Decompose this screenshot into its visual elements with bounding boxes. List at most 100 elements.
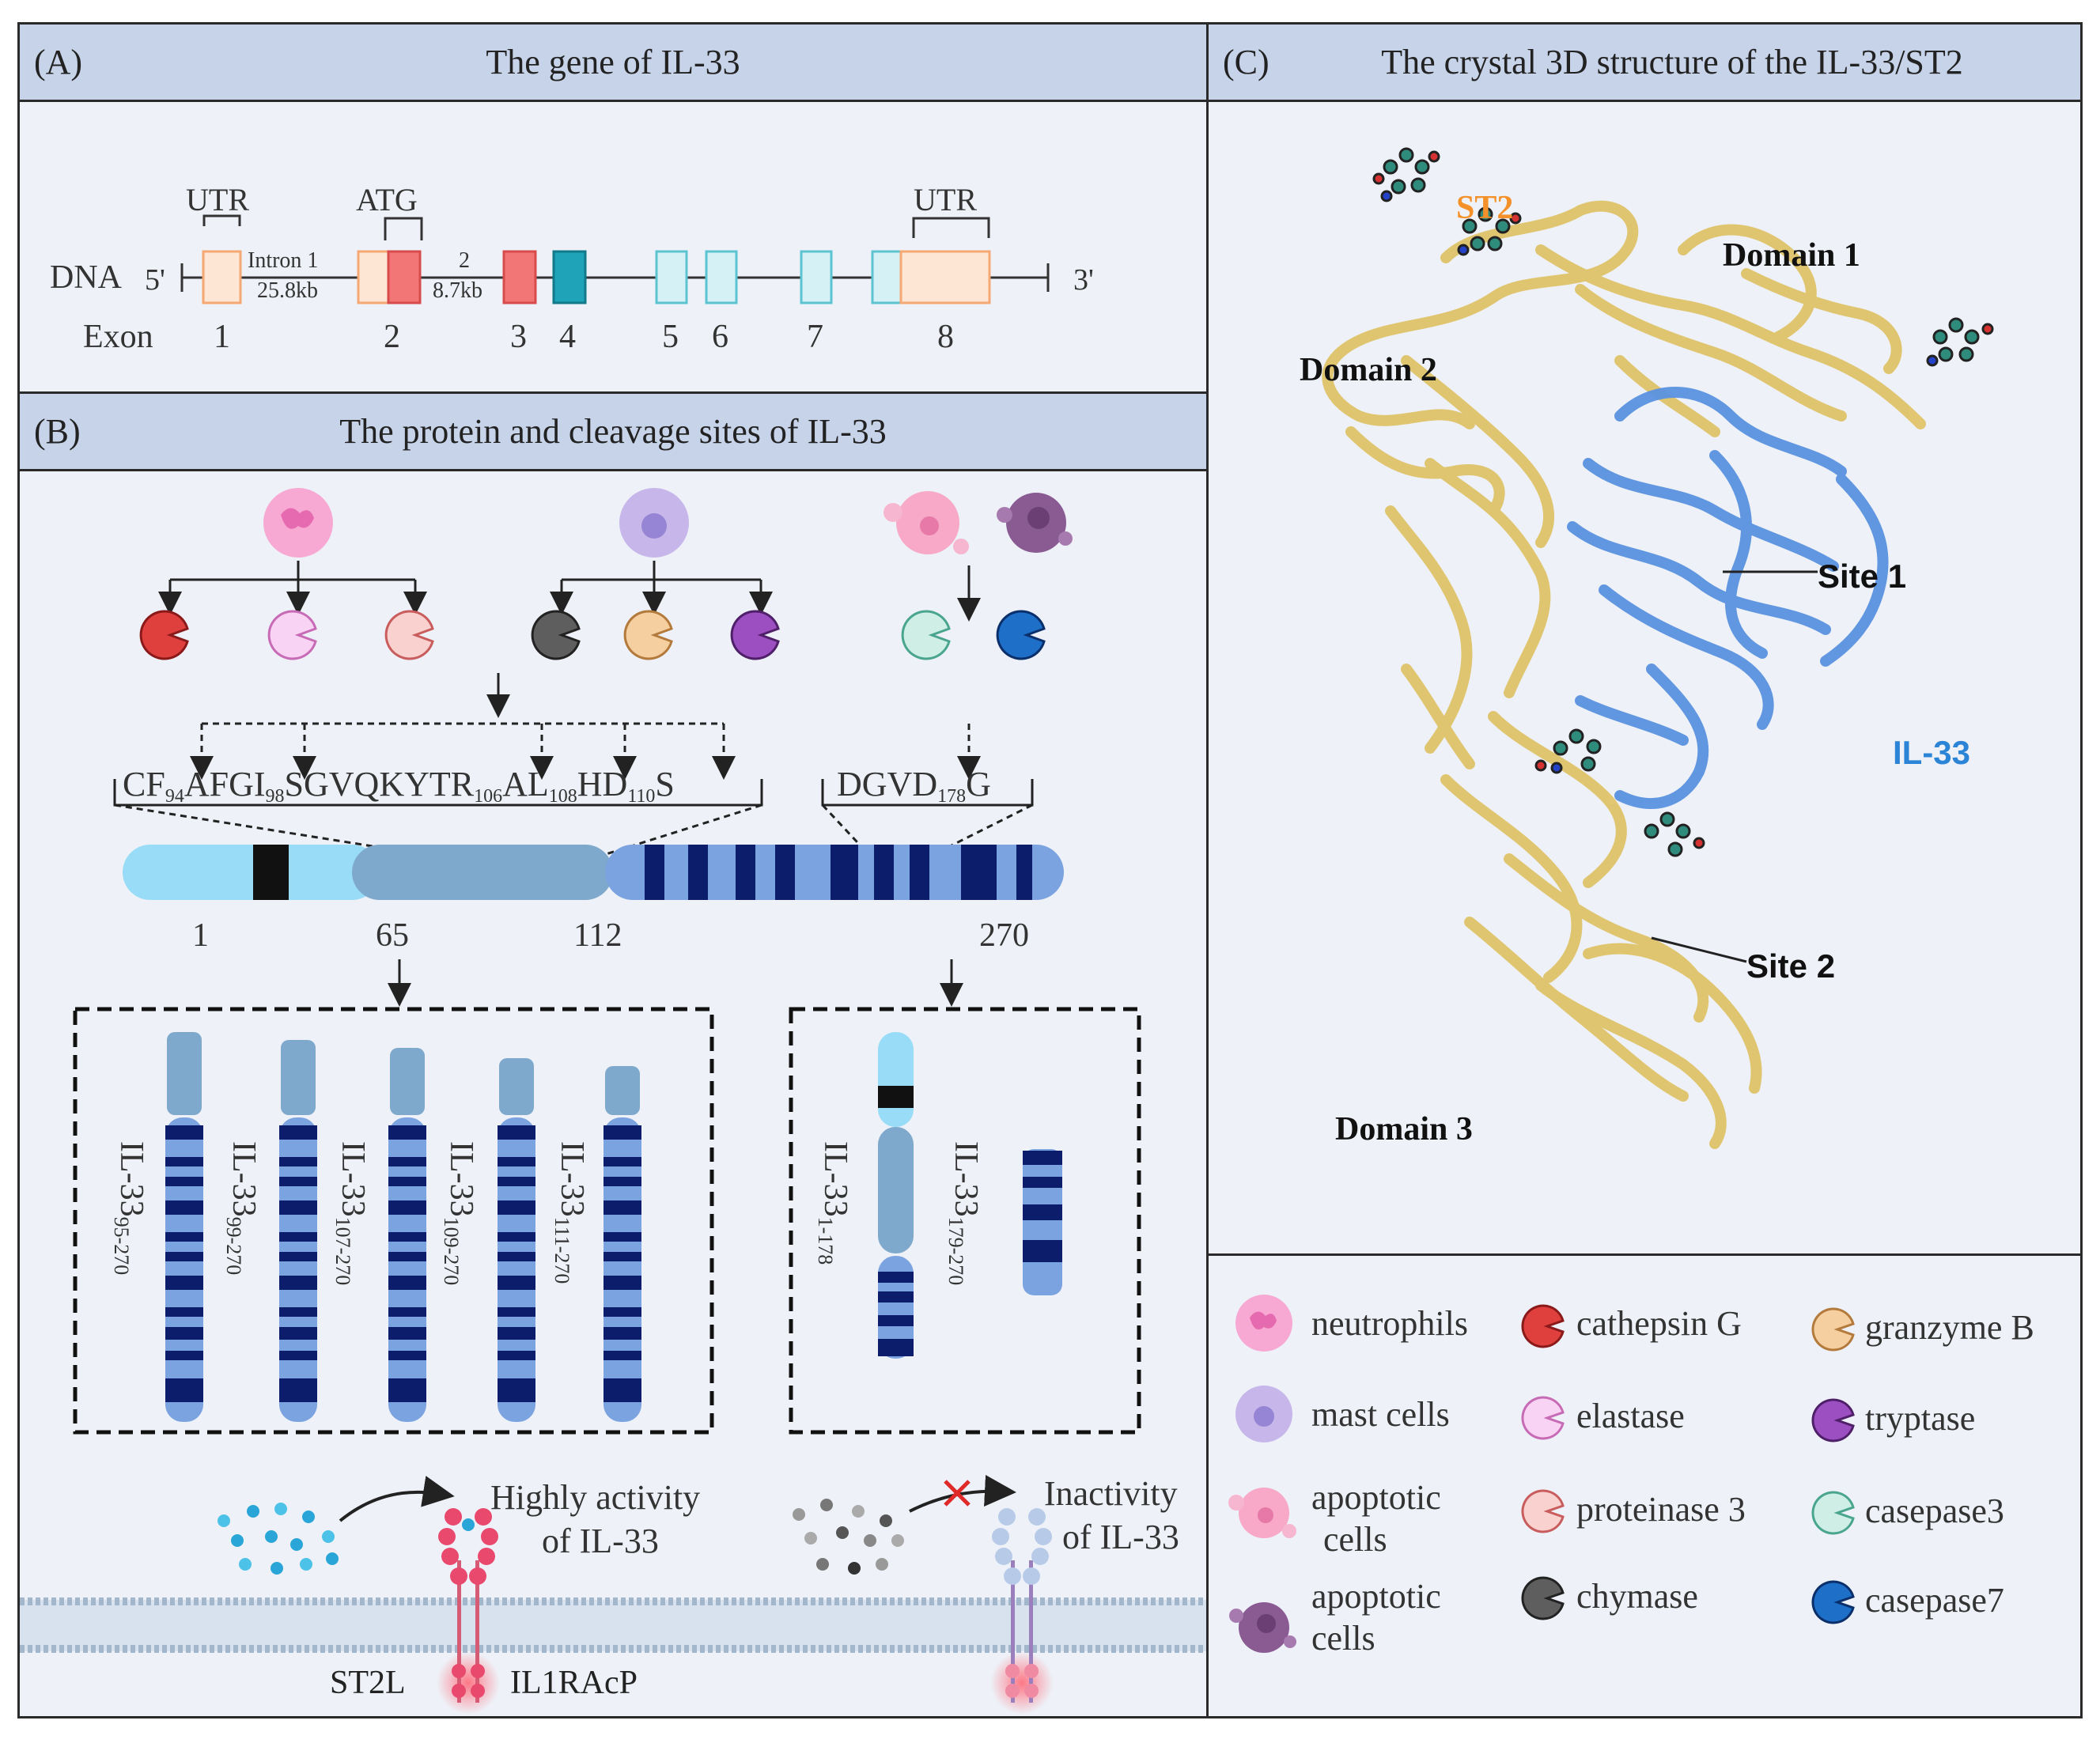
fragment-name: IL-33 [113, 1141, 149, 1217]
fragment-chromosomes [165, 1032, 641, 1422]
panel-a-header: (A) The gene of IL-33 [20, 25, 1206, 102]
legend: neutrophils mast cells apoptotic cells a… [1228, 1295, 2034, 1658]
exon-label: Exon [83, 319, 153, 355]
atg-label: ATG [356, 182, 418, 217]
seq-part: CF [123, 765, 165, 803]
il33-fragment-chromosome [498, 1058, 535, 1422]
cathepsin-g-icon [139, 610, 189, 660]
fragment-sub: 95-270 [110, 1217, 133, 1276]
legend-neutrophils: neutrophils [1311, 1304, 1468, 1343]
fragment-label: IL-33107-270 [331, 1141, 371, 1285]
seq-part: S [655, 765, 674, 803]
mast-cell-icon [1235, 1386, 1292, 1442]
seq-sub: 110 [627, 786, 655, 807]
active-label-line1: Highly activity [490, 1478, 700, 1517]
il33-fragment-chromosome [604, 1066, 641, 1422]
utr-right-label: UTR [914, 182, 977, 217]
panel-b-header: (B) The protein and cleavage sites of IL… [20, 394, 1206, 471]
exon-5 [655, 250, 688, 304]
fragment-label: IL-331-178 [814, 1141, 853, 1265]
proteinase-3-icon [384, 610, 434, 660]
legend-casepase3: casepase3 [1865, 1492, 2004, 1530]
panel-c-label: (C) [1223, 43, 1269, 81]
seq-part: AL [502, 765, 549, 803]
legend-elastase: elastase [1576, 1397, 1685, 1435]
exon-number: 1 [214, 319, 230, 355]
cleavage-sequence-right: DGVD178G [837, 765, 991, 807]
protein-diagram: CF94AFGI98SGVQKYTR106AL108HD110S DGVD178… [20, 488, 1206, 1715]
panel-a: (A) The gene of IL-33 DNA 5' 3' UTR ATG … [17, 22, 1209, 394]
apoptotic-cell-pink-icon [1228, 1488, 1296, 1538]
fragment-label: IL-33109-270 [440, 1141, 479, 1285]
apoptotic-cell-purple-icon [1229, 1602, 1296, 1653]
inactive-receptor [990, 1508, 1054, 1715]
intron1-label: Intron 1 [248, 248, 318, 273]
apoptotic-cell-purple-icon [997, 493, 1073, 553]
fragment-1-178 [878, 1032, 914, 1359]
casepase3-icon [901, 610, 951, 660]
elastase-icon [267, 610, 317, 660]
fragment-name: IL-33 [443, 1141, 479, 1217]
panel-b: (B) The protein and cleavage sites of IL… [17, 391, 1209, 1718]
legend-panel: neutrophils mast cells apoptotic cells a… [1206, 1253, 2083, 1718]
block-cross-icon [944, 1480, 971, 1507]
chymase-icon [531, 610, 581, 660]
site-1-label: Site 1 [1818, 558, 1906, 595]
cell-membrane [20, 1597, 1206, 1653]
domain-2-label: Domain 2 [1300, 352, 1437, 388]
position-1: 1 [192, 917, 209, 954]
tryptase-icon [1811, 1398, 1855, 1442]
exon-number: 2 [384, 319, 400, 355]
fragment-label: IL-3395-270 [110, 1141, 149, 1275]
fragment-name: IL-33 [225, 1141, 262, 1217]
cleavage-sequence-left: CF94AFGI98SGVQKYTR106AL108HD110S [123, 765, 675, 807]
seq-part: HD [577, 765, 628, 803]
il33-fragment-chromosome [165, 1032, 203, 1422]
exon-2-coding [387, 250, 422, 304]
panel-c: (C) The crystal 3D structure of the IL-3… [1206, 22, 2083, 1256]
five-prime: 5' [145, 263, 165, 297]
seq-sub: 108 [549, 786, 577, 807]
exon-number: 6 [712, 319, 728, 355]
dna-label: DNA [50, 259, 123, 296]
seq-sub: 178 [937, 786, 966, 807]
legend-granzyme-b: granzyme B [1865, 1308, 2034, 1347]
n-truncated-fragments-box [73, 1007, 714, 1435]
exon-number: 3 [510, 319, 527, 355]
seq-part: SGVQKYTR [285, 765, 475, 803]
exon-numbers: 1 2 3 4 5 6 7 8 [214, 319, 954, 355]
panel-b-title: The protein and cleavage sites of IL-33 [339, 412, 887, 451]
position-65: 65 [376, 917, 409, 954]
crystal-structure: ST2 Domain 1 Domain 2 Domain 3 Site 1 Si… [1300, 147, 1994, 1149]
fragment-name: IL-33 [817, 1141, 853, 1217]
seq-sub: 106 [474, 786, 502, 807]
granzyme-b-icon [1811, 1307, 1855, 1352]
fragment-sub: 107-270 [331, 1217, 354, 1286]
cleaved-fragments-box [789, 1007, 1141, 1435]
inactive-il33-particles [793, 1499, 904, 1575]
mast-cell-icon [619, 488, 689, 558]
il33-protein-bar [123, 845, 1064, 900]
exon-2-utr [357, 250, 390, 304]
il33-ribbon [1567, 387, 1889, 809]
utr-left-label: UTR [186, 182, 249, 217]
inactive-label-line1: Inactivity [1044, 1474, 1178, 1513]
il33-fragment-chromosome [279, 1040, 317, 1422]
st2l-label: ST2L [330, 1665, 406, 1701]
panel-a-title: The gene of IL-33 [486, 43, 740, 81]
st2-ribbon [1322, 200, 1926, 1149]
domain-3-label: Domain 3 [1335, 1111, 1473, 1148]
position-112: 112 [573, 917, 622, 954]
seq-sub: 94 [165, 786, 184, 807]
glycan-molecules [1372, 147, 1994, 857]
inactive-label-line2: of IL-33 [1062, 1518, 1179, 1556]
fragment-name: IL-33 [335, 1141, 371, 1217]
three-prime: 3' [1073, 263, 1094, 297]
fragment-sub: 99-270 [222, 1217, 245, 1276]
panel-a-label: (A) [34, 43, 83, 81]
legend-proteinase-3: proteinase 3 [1576, 1490, 1746, 1529]
exon-4 [552, 250, 587, 304]
legend-tryptase: tryptase [1865, 1399, 1975, 1438]
fragment-label: IL-33111-270 [551, 1141, 590, 1284]
exon-number: 8 [937, 319, 954, 355]
